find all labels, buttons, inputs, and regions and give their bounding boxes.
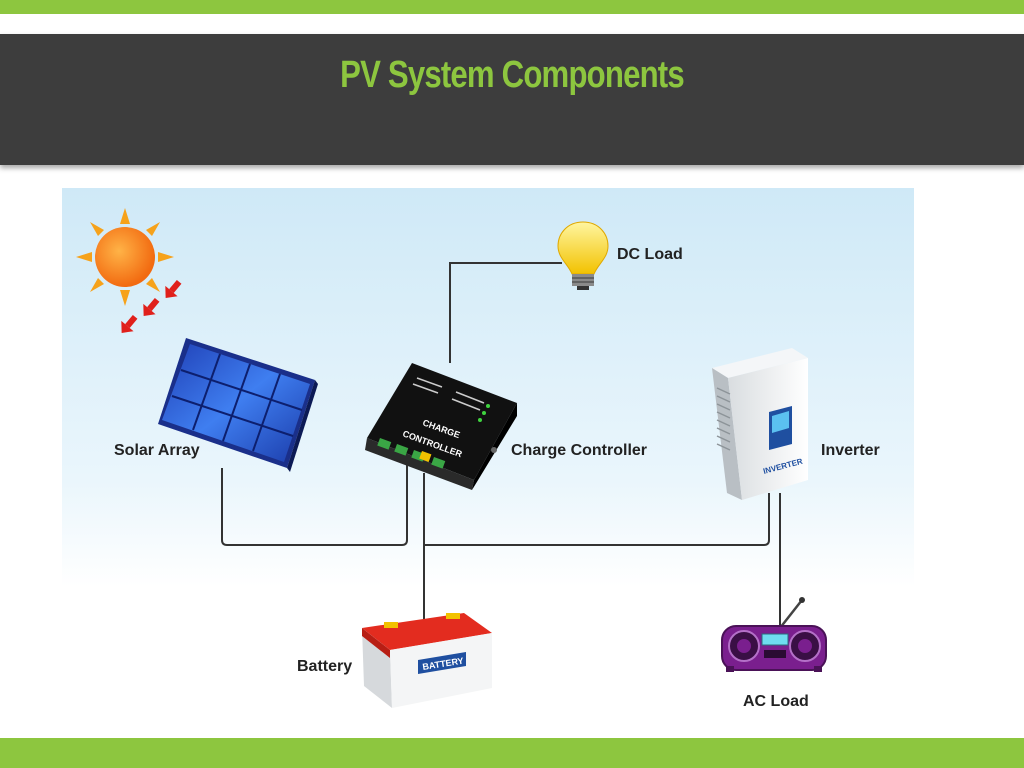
light-bulb-icon — [557, 221, 609, 290]
battery-icon: BATTERY — [362, 613, 492, 708]
bottom-accent-bar — [0, 738, 1024, 768]
top-accent-bar — [0, 0, 1024, 14]
ac-load-label: AC Load — [743, 693, 809, 710]
charge-controller-label: Charge Controller — [511, 442, 647, 459]
wire-solar-to-controller — [221, 463, 408, 546]
sunray-arrows-icon — [121, 279, 182, 333]
wire-inverter-bus — [424, 493, 770, 546]
solar-array-label: Solar Array — [114, 442, 200, 459]
title-header-band — [0, 34, 1024, 165]
pv-system-diagram: CHARGE CONTROLLER INVERTER — [62, 188, 914, 720]
dc-load-label: DC Load — [617, 246, 683, 263]
charge-controller-icon: CHARGE CONTROLLER — [365, 363, 517, 490]
battery-label: Battery — [297, 658, 352, 675]
solar-panel-icon — [158, 338, 318, 472]
slide-title: PV System Components — [340, 54, 685, 96]
inverter-icon: INVERTER — [712, 348, 808, 500]
wiring — [221, 262, 781, 628]
wire-dc-load — [449, 262, 562, 363]
radio-icon — [721, 597, 827, 672]
sun-icon — [76, 208, 174, 306]
inverter-label: Inverter — [821, 442, 880, 459]
